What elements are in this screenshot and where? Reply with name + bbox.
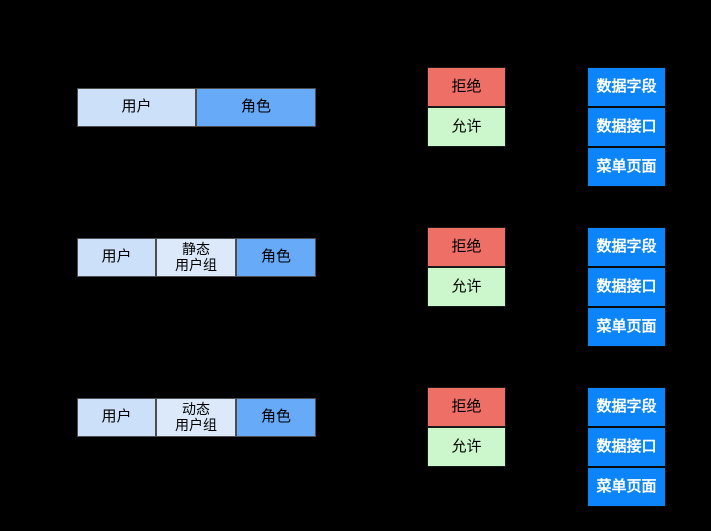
row-static-group-static-group-box[interactable]: 静态 用户组 (156, 238, 236, 277)
row-static-group-user-box[interactable]: 用户 (77, 238, 156, 277)
row-dynamic-group-deny-box[interactable]: 拒绝 (427, 387, 506, 427)
row-direct-role-role-box[interactable]: 角色 (196, 88, 316, 127)
row-dynamic-group-dynamic-group-box[interactable]: 动态 用户组 (156, 398, 236, 437)
row-dynamic-group-allow-box[interactable]: 允许 (427, 427, 506, 467)
row-static-group-resource-menu-page[interactable]: 菜单页面 (587, 307, 666, 347)
row-static-group-role-box[interactable]: 角色 (236, 238, 316, 277)
row-direct-role-resource-data-field[interactable]: 数据字段 (587, 67, 666, 107)
row-dynamic-group-resource-data-api[interactable]: 数据接口 (587, 427, 666, 467)
row-direct-role-resource-data-api[interactable]: 数据接口 (587, 107, 666, 147)
row-static-group-allow-box[interactable]: 允许 (427, 267, 506, 307)
row-direct-role-user-box[interactable]: 用户 (77, 88, 196, 127)
row-dynamic-group-resource-menu-page[interactable]: 菜单页面 (587, 467, 666, 507)
row-dynamic-group-role-box[interactable]: 角色 (236, 398, 316, 437)
row-dynamic-group-resource-data-field[interactable]: 数据字段 (587, 387, 666, 427)
row-static-group-deny-box[interactable]: 拒绝 (427, 227, 506, 267)
row-dynamic-group-user-box[interactable]: 用户 (77, 398, 156, 437)
row-direct-role-allow-box[interactable]: 允许 (427, 107, 506, 147)
row-direct-role-resource-menu-page[interactable]: 菜单页面 (587, 147, 666, 187)
row-static-group-resource-data-field[interactable]: 数据字段 (587, 227, 666, 267)
row-direct-role-deny-box[interactable]: 拒绝 (427, 67, 506, 107)
row-static-group-resource-data-api[interactable]: 数据接口 (587, 267, 666, 307)
